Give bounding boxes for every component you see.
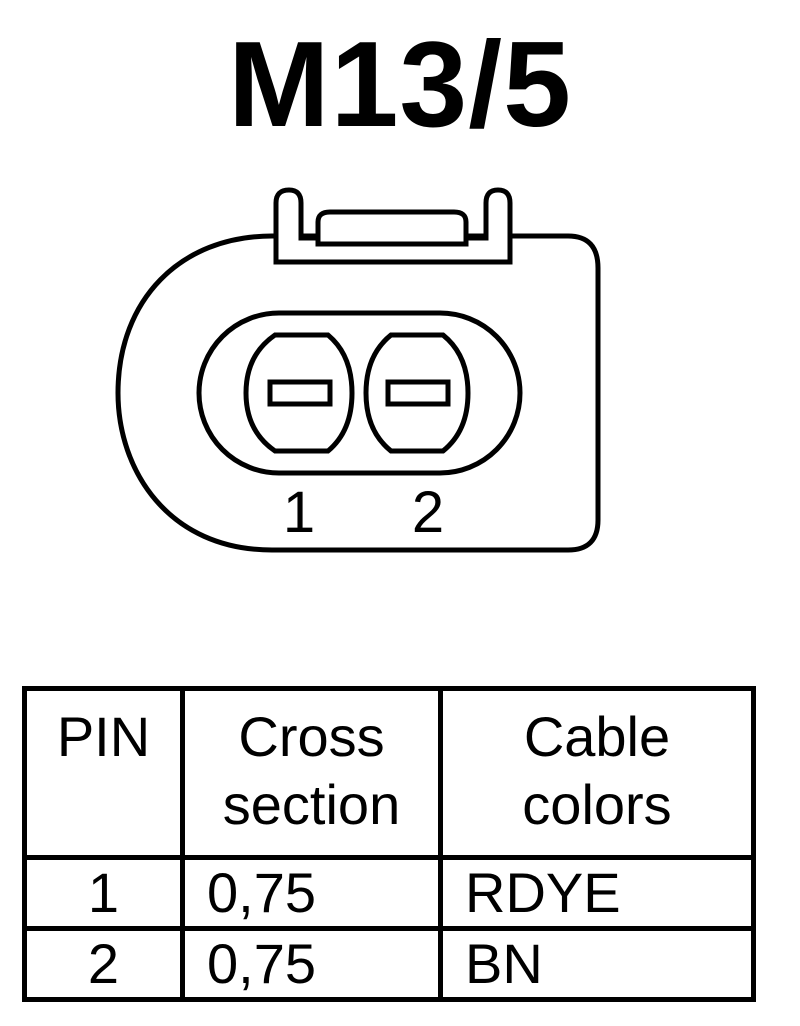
table-row: 2 0,75 BN <box>22 926 756 1002</box>
row-cross-section: 0,75 <box>180 855 443 931</box>
latch-inner <box>315 209 469 247</box>
header-cable-colors: Cable colors <box>438 686 756 860</box>
header-pin-label: PIN <box>56 705 151 768</box>
pin-2 <box>363 332 471 454</box>
header-cable-colors-line-2: colors <box>522 773 672 836</box>
pin-label-2: 2 <box>412 480 444 545</box>
table-row: 1 0,75 RDYE <box>22 855 756 931</box>
header-cross-section-line-1: Cross <box>238 705 385 768</box>
row-pin: 2 <box>22 926 185 1002</box>
table-header-row: PIN Cross section Cable colors <box>22 686 756 860</box>
pin-label-1: 1 <box>283 480 315 545</box>
pin-assignment-table: PIN Cross section Cable colors 1 0,75 RD… <box>22 686 756 1002</box>
header-cross-section-line-2: section <box>222 773 401 836</box>
row-cable-color: BN <box>438 926 756 1002</box>
header-cable-colors-line-1: Cable <box>523 705 671 768</box>
header-pin: PIN <box>22 686 185 860</box>
row-cable-color: RDYE <box>438 855 756 931</box>
connector-title: M13/5 <box>227 16 573 152</box>
pin-1 <box>243 332 355 454</box>
row-cross-section: 0,75 <box>180 926 443 1002</box>
connector-diagram: 1 2 <box>115 187 601 553</box>
row-pin: 1 <box>22 855 185 931</box>
header-cross-section: Cross section <box>180 686 443 860</box>
